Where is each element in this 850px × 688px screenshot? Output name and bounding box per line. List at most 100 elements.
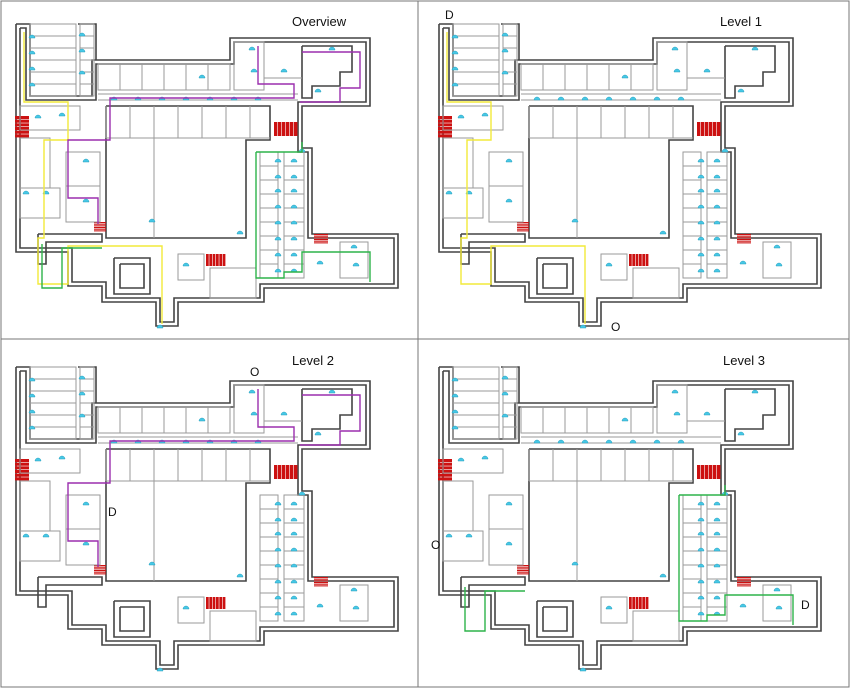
room (29, 426, 77, 440)
stairs (737, 234, 751, 244)
room (283, 263, 305, 279)
sensor-icon (697, 174, 705, 179)
stair-step (717, 122, 721, 136)
panel-level-2: Level 2 O D (2, 345, 424, 687)
destination-marker: D (445, 8, 454, 22)
sensor-icon (501, 375, 509, 380)
sensor-icon (290, 611, 298, 616)
stair-step (737, 242, 751, 244)
room (452, 23, 500, 37)
sensor-icon (280, 68, 288, 73)
room (119, 63, 143, 91)
room (586, 63, 610, 91)
sensor-icon (659, 573, 667, 578)
evacuation-route (67, 46, 295, 224)
panel-overview: Overview (2, 2, 424, 344)
evacuation-route (464, 587, 525, 632)
sensor-icon (290, 517, 298, 522)
sensor-icon (274, 220, 282, 225)
stair-step (438, 127, 452, 131)
sensor-icon (34, 114, 42, 119)
sensor-icon (697, 531, 705, 536)
sensor-icon (713, 268, 721, 273)
room (339, 241, 369, 279)
stair-step (737, 582, 751, 584)
stair-step (15, 477, 29, 481)
room (19, 105, 81, 131)
sensor-icon (501, 391, 509, 396)
room (29, 47, 77, 61)
room (79, 426, 95, 440)
room (452, 426, 500, 440)
stair-step (94, 571, 106, 573)
stairs (15, 116, 29, 138)
stair-step (629, 254, 632, 266)
stair-step (709, 465, 713, 479)
sensor-icon (713, 220, 721, 225)
sensor-icon (28, 393, 36, 398)
room (259, 207, 279, 223)
wall (501, 23, 520, 60)
room (19, 530, 61, 562)
room (564, 406, 588, 434)
room (600, 596, 628, 624)
sensor-icon (28, 409, 36, 414)
stair-step (517, 566, 529, 568)
sensor-icon (505, 501, 513, 506)
sensor-icon (713, 501, 721, 506)
room (79, 35, 95, 49)
room (630, 406, 654, 434)
wall (536, 600, 574, 638)
stair-step (517, 230, 529, 232)
sensor-icon (274, 268, 282, 273)
wall (78, 23, 97, 60)
sensor-icon (78, 413, 86, 418)
sensor-icon (352, 262, 360, 267)
room (141, 63, 165, 91)
wall (113, 600, 151, 638)
sensor-icon (653, 96, 661, 101)
panel-title: Level 2 (292, 353, 334, 368)
room (29, 378, 77, 392)
sensor-icon (451, 393, 459, 398)
sensor-icon (274, 611, 282, 616)
stair-step (314, 239, 328, 241)
room (19, 480, 51, 532)
sensor-icon (533, 439, 541, 444)
sensor-icon (653, 439, 661, 444)
sensor-icon (42, 533, 50, 538)
stairs (314, 234, 328, 244)
sensor-icon (82, 158, 90, 163)
wall (528, 105, 694, 239)
wall (119, 606, 145, 632)
wall (542, 606, 568, 632)
room (442, 530, 484, 562)
sensor-icon (505, 541, 513, 546)
room (630, 63, 654, 91)
room (488, 528, 524, 566)
evacuation-route (300, 51, 361, 103)
stair-step (517, 227, 529, 229)
stair-step (517, 570, 529, 572)
sensor-icon (28, 66, 36, 71)
room (762, 584, 792, 622)
stair-step (438, 462, 452, 466)
sensor-icon (248, 46, 256, 51)
sensor-icon (677, 96, 685, 101)
stairs (206, 254, 226, 266)
sensor-icon (713, 252, 721, 257)
wall (724, 45, 776, 99)
sensor-icon (457, 457, 465, 462)
sensor-icon (713, 204, 721, 209)
stairs (517, 222, 529, 232)
room (488, 151, 524, 187)
stair-step (713, 122, 717, 136)
sensor-icon (78, 70, 86, 75)
sensor-icon (451, 34, 459, 39)
sensor-icon (316, 260, 324, 265)
sensor-icon (737, 431, 745, 436)
stair-step (438, 123, 452, 127)
sensor-icon (713, 595, 721, 600)
sensor-icon (697, 563, 705, 568)
stair-step (737, 239, 751, 241)
